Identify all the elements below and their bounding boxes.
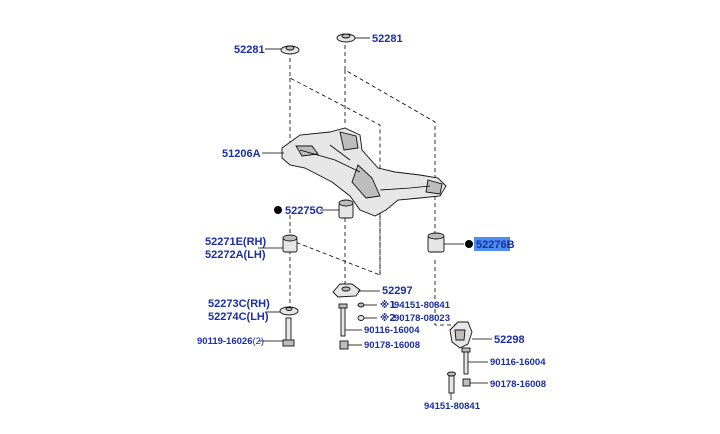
label-51206A: 51206A [222, 148, 261, 160]
label-52273C: 52273C(RH) [208, 298, 270, 310]
note1-mark: ※1 [380, 300, 396, 311]
label-90116-16004-center: 90116-16004 [364, 325, 420, 336]
marker-dot-52275C [274, 206, 282, 214]
label-52275C: 52275C [285, 205, 324, 217]
label-90178-16008-right: 90178-16008 [490, 379, 546, 390]
label-90119-16026: 90119-16026(2) [197, 336, 264, 347]
bolt-90116-16004-center [338, 303, 348, 337]
washer-top-center [336, 33, 356, 43]
nut-90178-16008-right [462, 378, 471, 387]
nut-90178-16008-center [339, 340, 349, 350]
label-52274C: 52274C(LH) [208, 311, 269, 323]
bolt-90119-16026 [282, 317, 295, 347]
label-52272A: 52272A(LH) [205, 249, 266, 261]
alignment-lines [289, 45, 460, 326]
bushing-52275C [338, 199, 354, 219]
crossmember-51206A [281, 127, 447, 217]
marker-dot-52276B [465, 240, 473, 248]
stopper-52271E [282, 234, 298, 253]
label-52276B: 52276B [476, 239, 515, 251]
note2-mark: ※2 [380, 313, 396, 324]
bolt-90116-16004-right [461, 347, 471, 375]
label-90178-16008-center: 90178-16008 [364, 340, 420, 351]
clip-94151-80841 [357, 302, 365, 308]
bracket-52298 [449, 321, 473, 349]
label-52281-left: 52281 [234, 44, 265, 56]
label-52298: 52298 [494, 334, 525, 346]
bushing-52276B [427, 232, 445, 253]
washer-top-left [280, 45, 300, 55]
label-52271E: 52271E(RH) [205, 236, 266, 248]
label-94151-80841-bottom: 94151-80841 [424, 401, 481, 412]
nut-90178-08023 [357, 315, 365, 321]
leader-lines [258, 37, 492, 400]
label-note2-part: 90178-08023 [394, 313, 450, 324]
label-52281-center: 52281 [372, 33, 403, 45]
label-90116-16004-right: 90116-16004 [490, 357, 546, 368]
clip-94151-80841-bottom [447, 371, 456, 394]
bracket-52297 [332, 283, 361, 298]
label-52297: 52297 [382, 285, 413, 297]
retainer-52273C [279, 306, 299, 316]
highlight-52276B [474, 237, 510, 251]
label-note1-part: 94151-80841 [394, 300, 451, 311]
